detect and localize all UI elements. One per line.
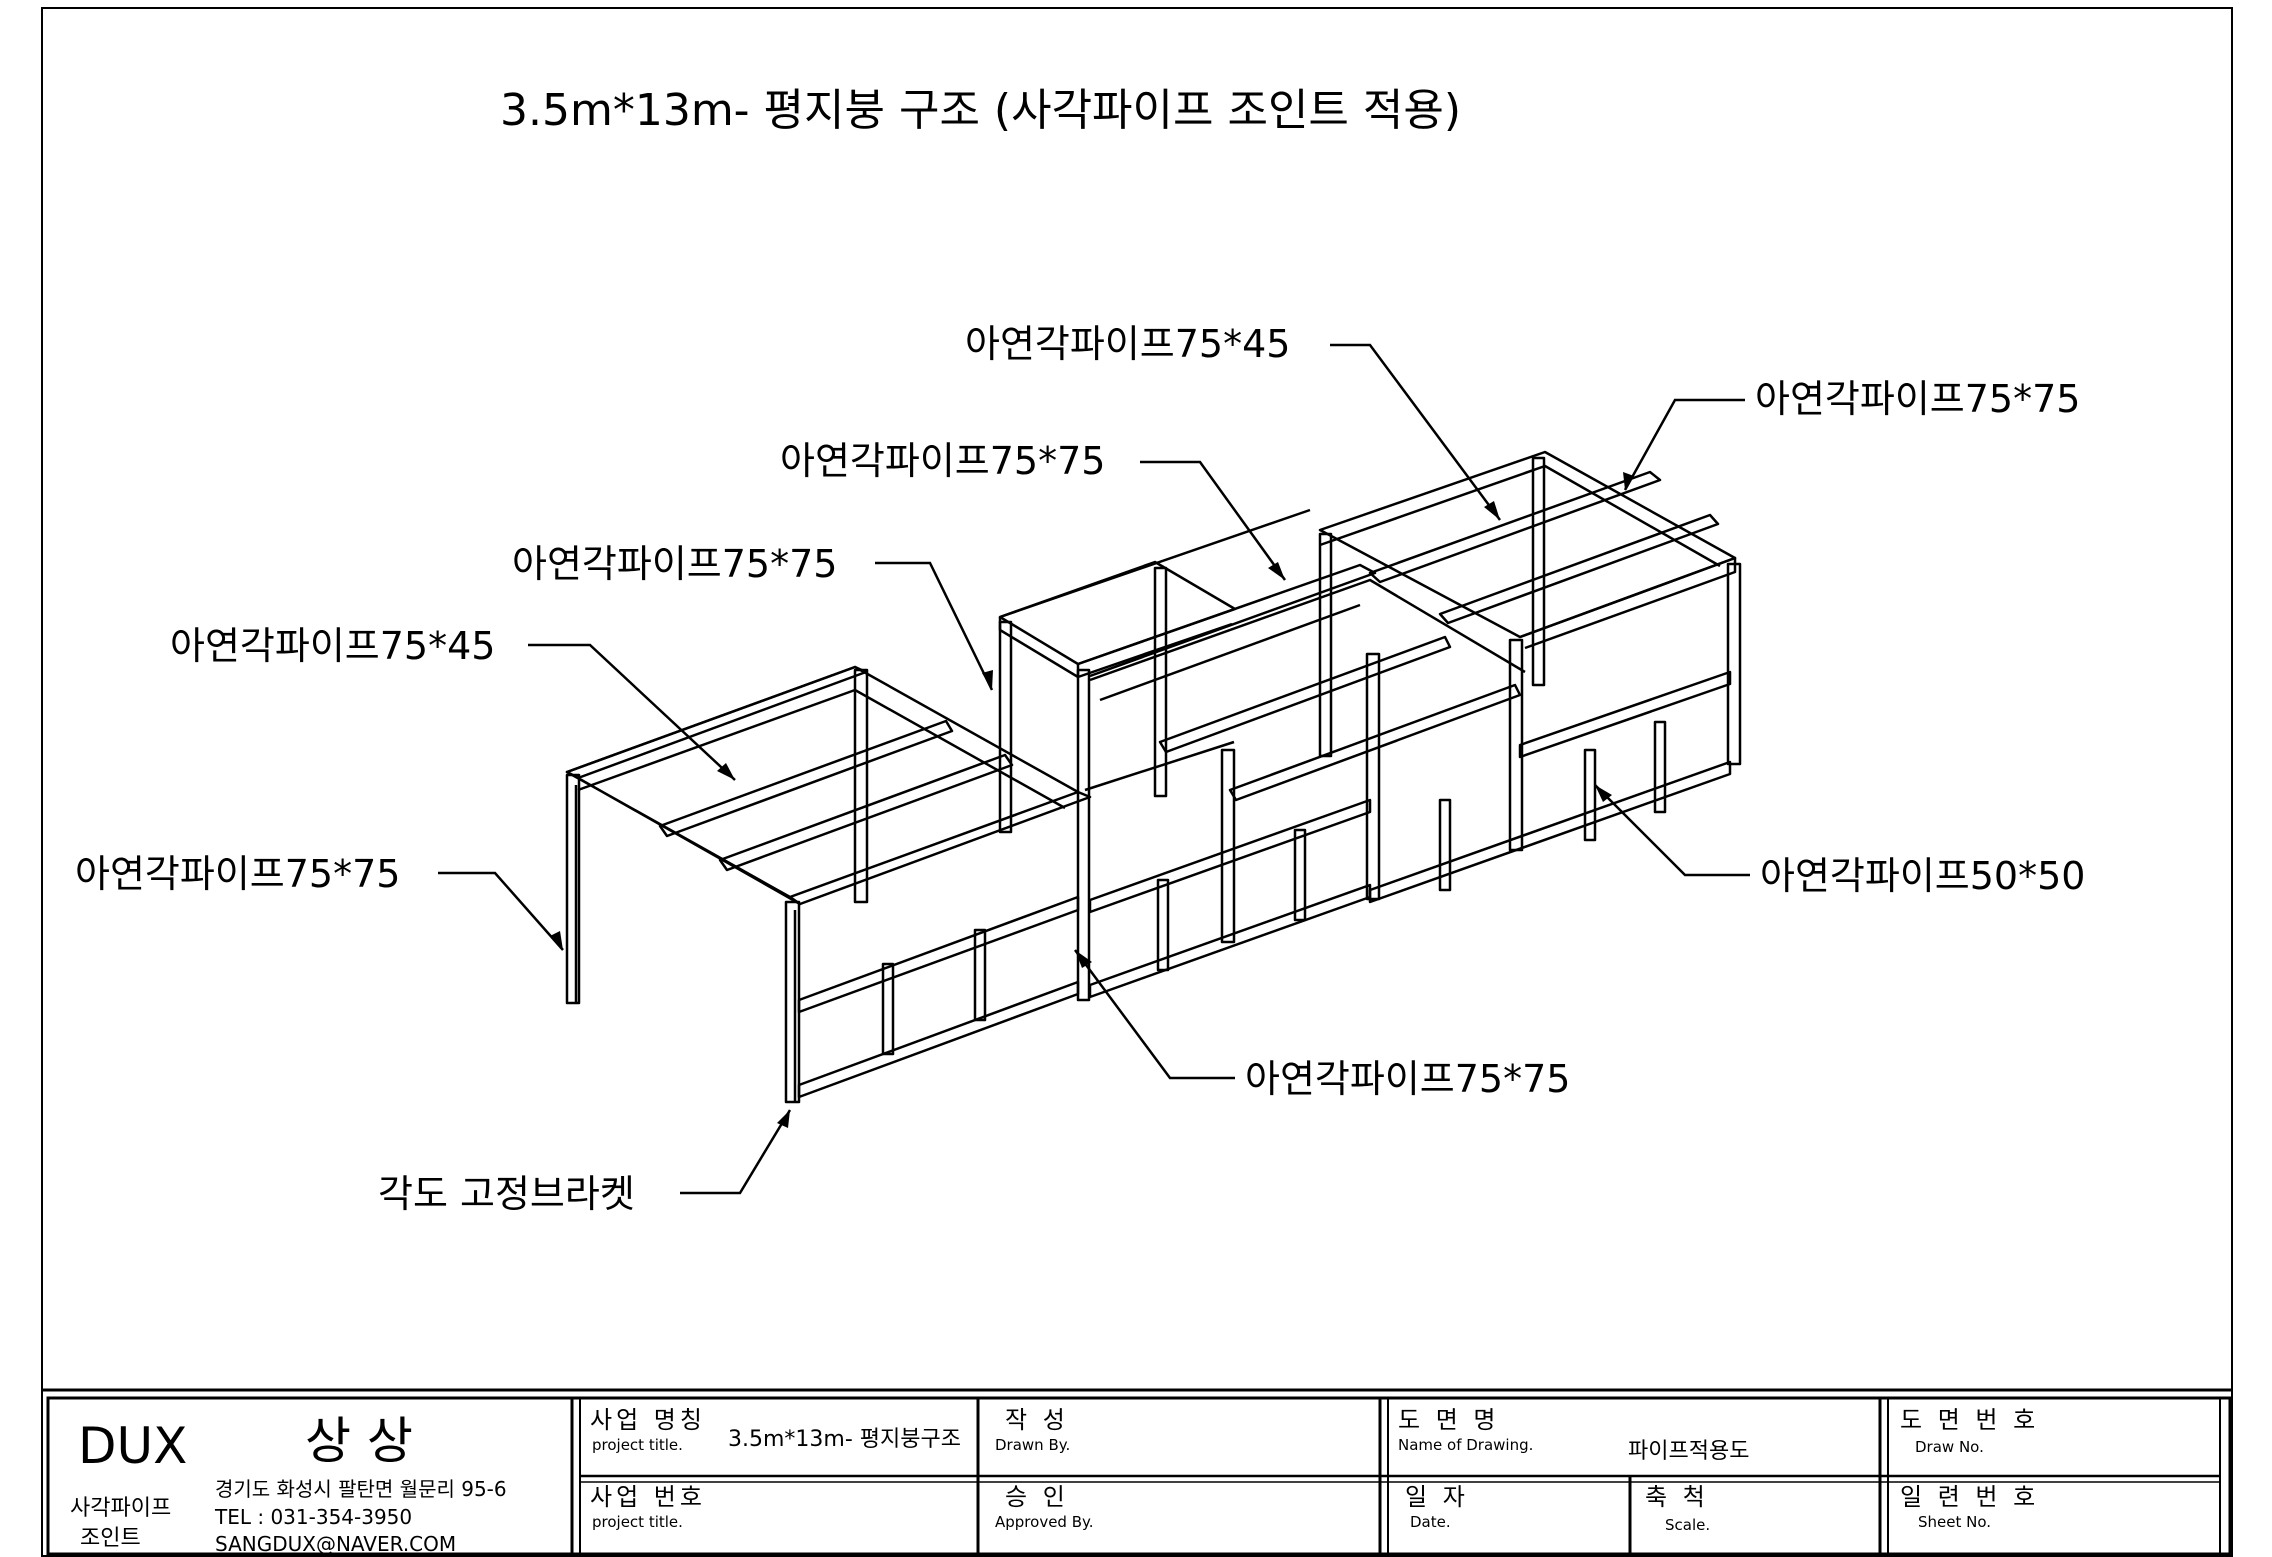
- leader-mid-upper: [1140, 460, 1287, 581]
- leader-bracket: [680, 1109, 792, 1195]
- project-title-value: 3.5m*13m- 평지붕구조: [728, 1427, 961, 1452]
- project-no-sublabel: project title.: [592, 1513, 683, 1531]
- drawing-name-label: 도 면 명: [1398, 1406, 1500, 1434]
- leader-lines: [438, 343, 1750, 1195]
- leader-top-right: [1623, 398, 1745, 491]
- sheet-no-sublabel: Sheet No.: [1918, 1513, 1991, 1531]
- drawing-name-sublabel: Name of Drawing.: [1398, 1436, 1533, 1454]
- company-line1: 사각파이프: [70, 1496, 171, 1521]
- date-sublabel: Date.: [1410, 1513, 1451, 1531]
- company-tel: TEL : 031-354-3950: [214, 1505, 412, 1529]
- approved-by-label: 승 인: [1005, 1483, 1069, 1511]
- leader-bottom-mid: [1073, 949, 1235, 1080]
- date-label: 일 자: [1405, 1483, 1469, 1511]
- label-bottom-mid: 아연각파이프75*75: [1245, 1057, 1570, 1101]
- scale-label: 축 척: [1645, 1483, 1709, 1511]
- project-title-sublabel: project title.: [592, 1436, 683, 1454]
- frame-structure: [565, 450, 1742, 1104]
- drawn-by-label: 작 성: [1005, 1406, 1069, 1434]
- brand-logo: DUX: [78, 1417, 187, 1475]
- leader-mid-lower: [875, 561, 994, 691]
- leader-right-lower: [1594, 784, 1750, 877]
- leader-left-post: [438, 871, 564, 951]
- label-mid-lower: 아연각파이프75*75: [512, 542, 837, 586]
- label-mid-upper: 아연각파이프75*75: [780, 439, 1105, 483]
- drawn-by-sublabel: Drawn By.: [995, 1436, 1070, 1454]
- leader-left-beam: [528, 643, 736, 781]
- label-left-post: 아연각파이프75*75: [75, 852, 400, 896]
- label-left-beam: 아연각파이프75*45: [170, 624, 495, 668]
- project-no-label: 사업 번호: [590, 1483, 706, 1511]
- sheet-no-label: 일 련 번 호: [1900, 1483, 2039, 1511]
- approved-by-sublabel: Approved By.: [995, 1513, 1094, 1531]
- draw-no-sublabel: Draw No.: [1915, 1438, 1984, 1456]
- brand-korean: 상 상: [305, 1412, 413, 1470]
- company-email: SANGDUX@NAVER.COM: [215, 1532, 456, 1556]
- project-title-label: 사업 명칭: [590, 1406, 706, 1434]
- sheet-border: [41, 7, 2233, 1557]
- label-right-lower: 아연각파이프50*50: [1760, 854, 2085, 898]
- drawing-name-value: 파이프적용도: [1628, 1439, 1749, 1464]
- label-top-left-2: 아연각파이프75*45: [965, 322, 1290, 366]
- drawing-title: 3.5m*13m- 평지붕 구조 (사각파이프 조인트 적용): [500, 85, 1461, 136]
- draw-no-label: 도 면 번 호: [1900, 1406, 2039, 1434]
- label-top-right: 아연각파이프75*75: [1755, 377, 2080, 421]
- company-line2: 조인트: [80, 1526, 141, 1551]
- leader-arrows: [550, 472, 1634, 1128]
- leader-top-left-2: [1330, 343, 1502, 521]
- title-block: [42, 1388, 2232, 1556]
- scale-sublabel: Scale.: [1665, 1516, 1710, 1534]
- label-bracket: 각도 고정브라켓: [378, 1172, 635, 1216]
- company-address: 경기도 화성시 팔탄면 월문리 95-6: [215, 1477, 507, 1501]
